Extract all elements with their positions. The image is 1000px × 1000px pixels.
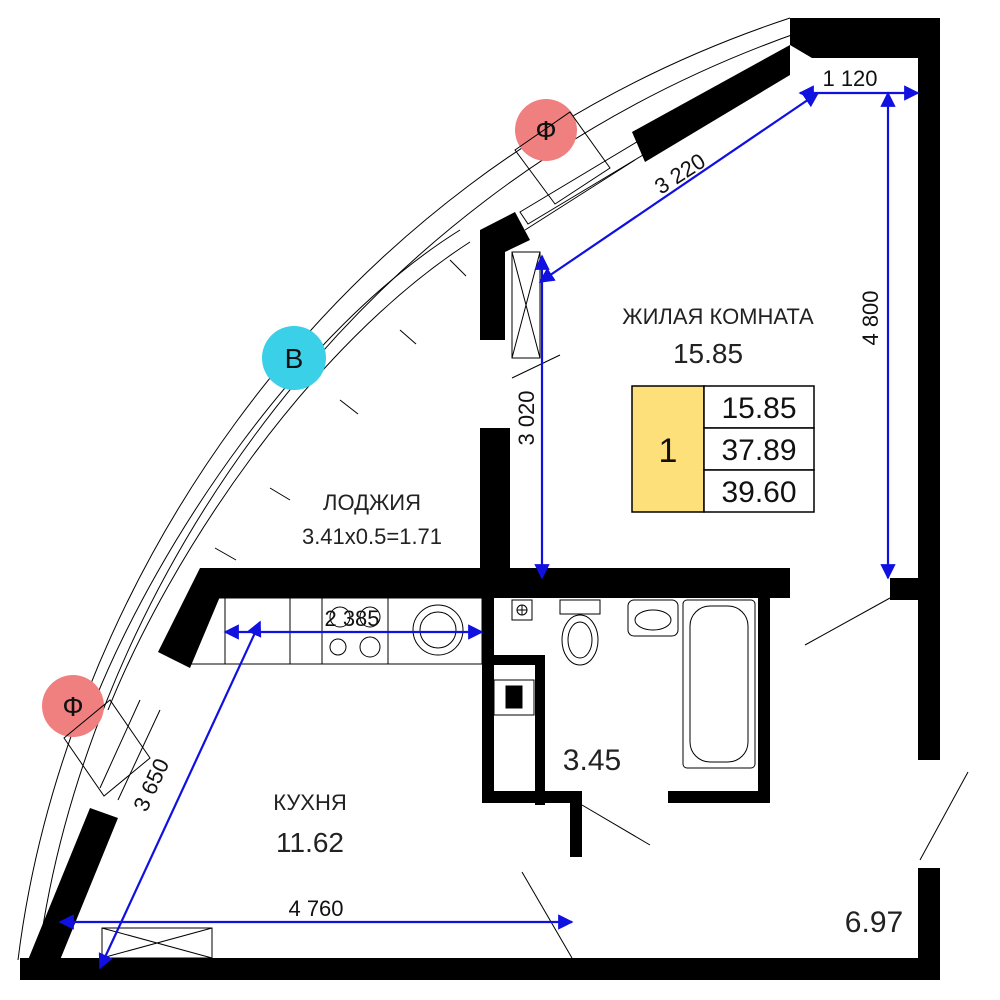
wall-living-lower [480,428,510,580]
door-entrance [919,771,969,861]
radiator-kitchen [101,927,213,959]
wall-facade-upper [632,45,790,162]
wall-bath-shaft-top [482,655,542,665]
wall-top-right [790,18,940,58]
wall-bath-bottom [482,791,582,803]
wall-bath-bottom-right [668,791,770,803]
loggia-formula: 3.41x0.5=1.71 [302,524,442,549]
marker-b-label: В [285,343,304,374]
wall-right-bottom [918,868,940,980]
marker-b: В [262,326,326,390]
wall-right-upper [918,18,940,580]
loggia-name: ЛОДЖИЯ [323,490,421,515]
wall-bath-shaft-right [535,655,545,805]
dim-3020: 3 020 [514,390,539,445]
marker-f-top-label: Ф [535,115,556,146]
marker-f-bottom: Ф [42,675,104,737]
living-room-name: ЖИЛАЯ КОМНАТА [622,304,814,329]
wall-column-living [480,212,530,340]
dim-4800: 4 800 [858,290,883,345]
electric-panel [511,599,533,621]
badge-rooms-cell [631,385,705,513]
marker-f-bottom-label: Ф [62,691,83,722]
area-badge: 1 15.85 37.89 39.60 [631,385,815,513]
dim-line-3220 [538,92,820,283]
wall-bath-right [758,598,770,803]
wall-bath-stub [570,791,582,857]
living-room-area: 15.85 [673,338,743,369]
dim-1120: 1 120 [822,66,877,91]
ac-units [63,111,611,797]
badge-living-area: 15.85 [721,392,796,425]
dim-2385: 2 385 [324,606,379,631]
kitchen-name: КУХНЯ [273,790,347,815]
bathroom-fixtures [511,599,756,769]
radiator-living [511,251,541,359]
dim-3220: 3 220 [650,148,710,199]
badge-total-with-loggia: 39.60 [721,476,796,509]
vent-shaft [493,679,535,716]
door-living [804,597,891,646]
marker-f-top: Ф [515,99,577,161]
wall-kitchen-left-lower [28,808,118,960]
dim-line-3650 [98,620,262,970]
wall-right-lower [918,578,940,760]
badge-total-area: 37.89 [721,434,796,467]
hall-area: 6.97 [845,906,903,939]
wall-horizontal-mid [200,568,790,598]
kitchen-sink [412,604,464,656]
door-bath [581,804,651,846]
badge-rooms-count: 1 [659,432,678,470]
dimension-lines [58,85,920,970]
wall-kitchen-left-upper [158,568,232,668]
wall-bath-left [482,598,494,803]
bathroom-area: 3.45 [563,744,621,777]
kitchen-area: 11.62 [276,827,344,858]
dim-4760: 4 760 [288,896,343,921]
wall-bottom [20,958,940,980]
loggia-glazing [99,139,649,801]
door-kitchen [521,871,573,959]
